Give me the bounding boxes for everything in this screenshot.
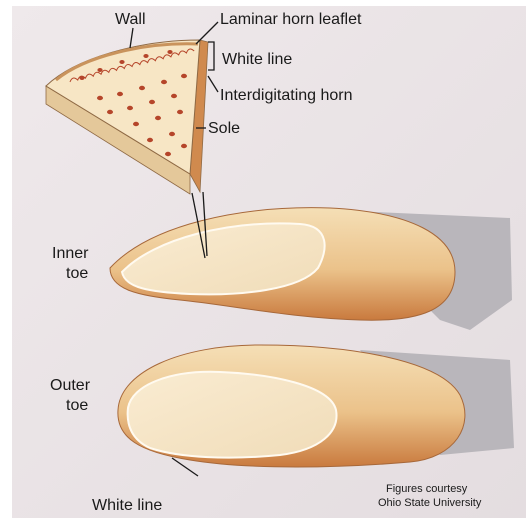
credit-line-1: Figures courtesy: [386, 483, 468, 495]
label-sole: Sole: [208, 120, 240, 137]
label-outer-toe-2: toe: [66, 397, 88, 414]
label-white-line-bottom: White line: [92, 497, 162, 514]
label-wall: Wall: [115, 11, 146, 28]
label-interdigitating-horn: Interdigitating horn: [220, 87, 353, 104]
label-laminar-horn-leaflet: Laminar horn leaflet: [220, 11, 362, 28]
label-inner-toe-2: toe: [66, 265, 88, 282]
label-inner-toe-1: Inner: [52, 245, 89, 262]
credit-line-2: Ohio State University: [378, 497, 482, 509]
label-white-line-top: White line: [222, 51, 292, 68]
label-outer-toe-1: Outer: [50, 377, 91, 394]
outer-toe-sole: [128, 372, 337, 458]
